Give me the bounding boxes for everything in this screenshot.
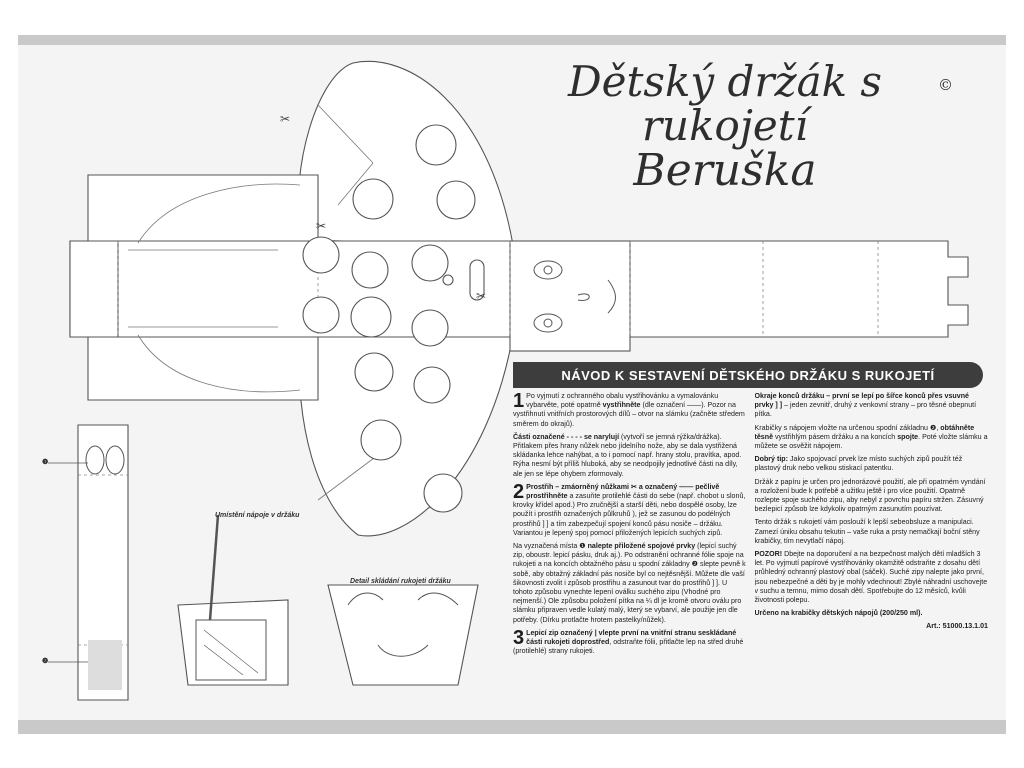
instructions-banner: NÁVOD K SESTAVENÍ DĚTSKÉHO DRŽÁKU S RUKO… bbox=[513, 362, 983, 388]
title-line-2: Beruška bbox=[633, 145, 817, 197]
spot bbox=[415, 124, 457, 166]
spot bbox=[436, 180, 476, 220]
side-strip bbox=[77, 424, 129, 701]
marker-1: ❶ bbox=[42, 459, 49, 466]
spot bbox=[350, 296, 392, 338]
top-band bbox=[18, 35, 1006, 45]
scissors-icon: ✂ bbox=[316, 219, 326, 233]
scissors-icon: ✂ bbox=[476, 289, 486, 303]
scissors-icon: ✂ bbox=[280, 112, 290, 126]
title-line-1: Dětský držák s rukojetí bbox=[568, 57, 882, 151]
spot bbox=[302, 236, 340, 274]
detail-label: Detail skládání rukojeti držáku bbox=[350, 578, 451, 585]
oval-slot bbox=[469, 259, 485, 301]
fold-detail-diagram bbox=[327, 584, 479, 686]
marker-2: ❷ bbox=[42, 658, 49, 665]
spot bbox=[354, 352, 394, 392]
title-block: Dětský držák s rukojetí Beruška © bbox=[490, 57, 960, 197]
back-panel-top bbox=[87, 174, 319, 244]
ladybug-cutout-template: ✂ ✂ ✂ bbox=[48, 60, 969, 701]
band-left-end bbox=[69, 240, 119, 338]
spot bbox=[360, 419, 402, 461]
spot bbox=[302, 296, 340, 334]
back-panel-bottom bbox=[87, 334, 319, 401]
face-drawing bbox=[533, 260, 616, 333]
placement-label: Umístění nápoje v držáku bbox=[215, 512, 300, 519]
lower-wing-shape bbox=[298, 334, 514, 537]
upper-wing-shape bbox=[297, 60, 514, 246]
spot bbox=[413, 366, 451, 404]
spot bbox=[411, 309, 449, 347]
head-panel bbox=[509, 240, 631, 352]
spot bbox=[423, 473, 463, 513]
article-number: Art.: 51000.13.1.01 bbox=[926, 622, 988, 631]
spot bbox=[352, 178, 394, 220]
straw-hole bbox=[442, 274, 454, 286]
instructions-col-2: Okraje konců držáku – první se lepí po š… bbox=[754, 392, 989, 631]
spot bbox=[351, 251, 389, 289]
copyright-mark: © bbox=[938, 76, 953, 94]
spot bbox=[411, 244, 449, 282]
bottom-band bbox=[18, 720, 1006, 734]
